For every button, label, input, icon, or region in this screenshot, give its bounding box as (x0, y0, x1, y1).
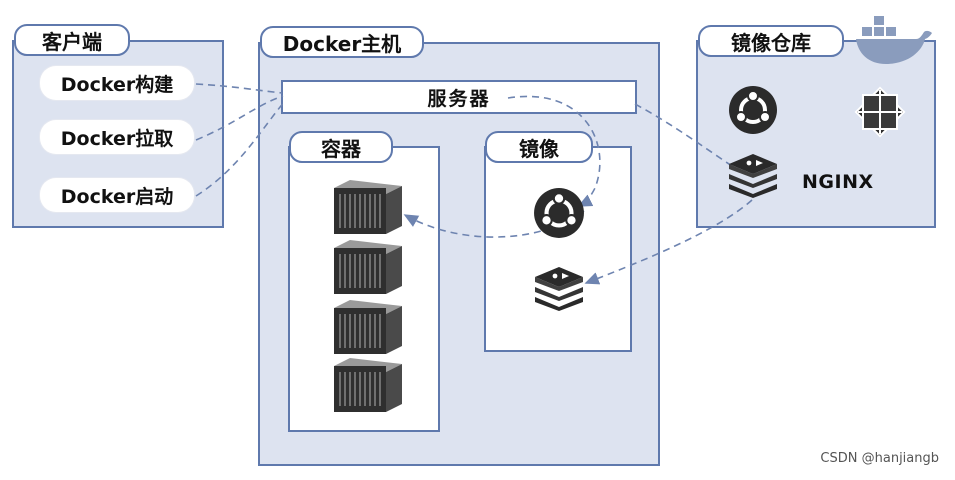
docker-host-title: Docker主机 (260, 26, 424, 58)
registry-panel (696, 40, 936, 228)
container-server-icon (334, 300, 402, 354)
build-connector (195, 83, 283, 94)
pull-connector (195, 95, 284, 141)
run-connector (195, 100, 286, 197)
registry-to-image-connector (584, 199, 753, 285)
container-server-icon (334, 180, 402, 234)
daemon-to-registry-connector (634, 103, 733, 167)
images-title: 镜像 (485, 131, 593, 163)
redis-image-icon (535, 267, 583, 311)
images-panel (484, 146, 632, 352)
client-command-build: Docker构建 (40, 66, 194, 100)
registry-title: 镜像仓库 (698, 25, 844, 57)
nginx-label: NGINX (802, 171, 874, 193)
container-server-icon (334, 358, 402, 412)
image-to-container-connector (403, 210, 585, 238)
containers-title: 容器 (289, 131, 393, 163)
ubuntu-icon (729, 86, 777, 134)
centos-icon (854, 86, 906, 138)
client-command-run: Docker启动 (40, 178, 194, 212)
container-server-icon (334, 240, 402, 294)
ubuntu-image-icon (534, 188, 584, 238)
client-command-pull: Docker拉取 (40, 120, 194, 154)
watermark: CSDN @hanjiangb (820, 451, 939, 466)
redis-icon (729, 154, 777, 198)
client-title: 客户端 (14, 24, 130, 56)
daemon-to-image-connector (507, 95, 601, 207)
daemon-bar: 服务器 (281, 80, 637, 114)
docker-whale-icon (856, 16, 932, 65)
